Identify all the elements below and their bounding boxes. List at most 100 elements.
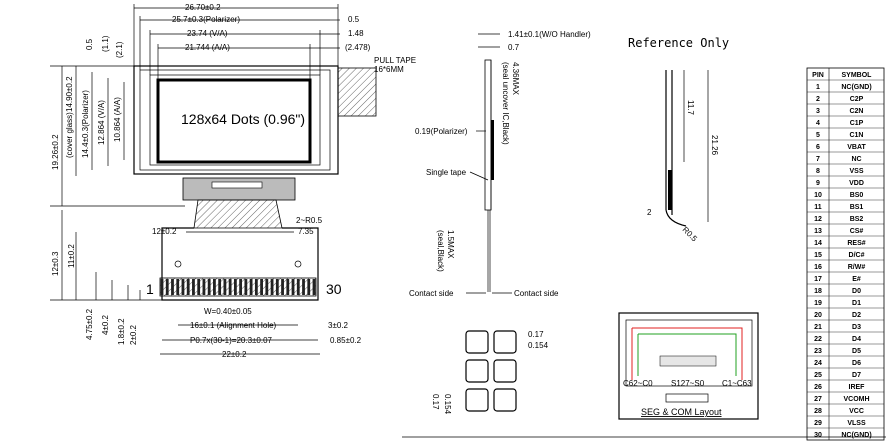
pin-table-header-symbol: SYMBOL bbox=[842, 72, 873, 79]
pin-number: 17 bbox=[814, 276, 822, 283]
dim-glass-height: 14.90±0.2 bbox=[65, 76, 74, 112]
dim-fpc-22: 22±0.2 bbox=[222, 350, 247, 359]
dim-fpc-11: 11±0.2 bbox=[67, 244, 76, 268]
fpc-pad bbox=[233, 279, 237, 295]
pin-number: 16 bbox=[814, 264, 822, 271]
dim-right-2478: (2.478) bbox=[345, 43, 371, 52]
fpc-pad bbox=[160, 279, 164, 295]
seg-block bbox=[659, 355, 717, 367]
pin-number: 27 bbox=[814, 396, 822, 403]
fpc-pad bbox=[244, 279, 248, 295]
pin-table-border bbox=[806, 67, 885, 441]
fpc-pad bbox=[296, 279, 300, 295]
ref-r05: R0.5 bbox=[681, 225, 700, 244]
dim-fpc-r05: 2~R0.5 bbox=[296, 216, 323, 225]
glass-outline bbox=[133, 65, 339, 175]
fpc-pads bbox=[160, 279, 316, 295]
alignment-hole-right bbox=[294, 260, 302, 268]
pin-number: 19 bbox=[814, 300, 822, 307]
side-glass: 0.7 bbox=[508, 43, 520, 52]
pin-symbol: D5 bbox=[852, 348, 861, 355]
pin-table-header-pin: PIN bbox=[812, 72, 824, 79]
ref-2126: 21.26 bbox=[710, 135, 719, 156]
pin-number: 4 bbox=[816, 120, 820, 127]
dim-fpc-12: 12±0.2 bbox=[152, 227, 177, 236]
pin-number: 24 bbox=[814, 360, 822, 367]
com-trace-green bbox=[637, 333, 737, 376]
pin-symbol: D7 bbox=[852, 372, 861, 379]
pin-number: 15 bbox=[814, 252, 822, 259]
pin-symbol: NC bbox=[851, 156, 861, 163]
fpc-pad bbox=[270, 279, 274, 295]
seg-com-frame bbox=[618, 312, 759, 420]
pin-number: 30 bbox=[814, 432, 822, 439]
fpc-pad bbox=[265, 279, 269, 295]
dim-w-pad: W=0.40±0.05 bbox=[204, 307, 252, 316]
side-single-tape: Single tape bbox=[426, 168, 467, 177]
side-ic bbox=[491, 120, 494, 180]
va-outline bbox=[149, 74, 321, 166]
side-view: 1.41±0.1(W/O Handler) 0.7 4.36MAX (seal … bbox=[409, 30, 591, 298]
dim-fpc-4: 4±0.2 bbox=[101, 314, 110, 335]
dim-left-05: 0.5 bbox=[85, 38, 94, 50]
pin-symbol: C2N bbox=[849, 108, 863, 115]
fpc-pad bbox=[186, 279, 190, 295]
pin-symbol: VCOMH bbox=[843, 396, 869, 403]
side-seal-black: (seal,Black) bbox=[436, 230, 445, 272]
fpc-pad bbox=[176, 279, 180, 295]
pin-symbol: CS# bbox=[850, 228, 864, 235]
pin-symbol: BS2 bbox=[850, 216, 864, 223]
reference-title: Reference Only bbox=[628, 36, 729, 50]
dim-va-width: 23.74 (V/A) bbox=[187, 29, 228, 38]
dim-fpc-475: 4.75±0.2 bbox=[85, 308, 94, 340]
seg-com-layout: C62~C0 S127~S0 C1~C63 SEG & COM Layout bbox=[618, 312, 759, 420]
pull-tape-size: 16*6MM bbox=[374, 65, 404, 74]
fpc-pad bbox=[286, 279, 290, 295]
fpc-pad bbox=[291, 279, 295, 295]
fpc-pad bbox=[171, 279, 174, 295]
pin-number: 25 bbox=[814, 372, 822, 379]
seg-com-mid: S127~S0 bbox=[671, 379, 705, 388]
pin-number: 28 bbox=[814, 408, 822, 415]
pin-number: 14 bbox=[814, 240, 822, 247]
pixel-cell-3 bbox=[465, 359, 489, 383]
pin-number: 8 bbox=[816, 168, 820, 175]
fpc-pad bbox=[307, 279, 311, 295]
fpc-pad bbox=[239, 279, 243, 295]
pin-symbol: VBAT bbox=[847, 144, 866, 151]
pin-number: 21 bbox=[814, 324, 822, 331]
fpc-pad bbox=[254, 279, 258, 295]
pixel-detail: 0.17 0.154 0.154 0.17 bbox=[431, 330, 549, 415]
dim-fpc-085: 0.85±0.2 bbox=[330, 336, 362, 345]
pull-tape-label: PULL TAPE bbox=[374, 56, 416, 65]
pixel-0154-top: 0.154 bbox=[528, 341, 549, 350]
dim-fpc-3: 3±0.2 bbox=[328, 321, 349, 330]
fpc-pad bbox=[213, 279, 216, 295]
pin-number: 2 bbox=[816, 96, 820, 103]
side-15max: 1.5MAX bbox=[446, 230, 455, 259]
dim-right-148: 1.48 bbox=[348, 29, 364, 38]
fpc-pad bbox=[249, 279, 253, 295]
side-contact-right: Contact side bbox=[514, 289, 559, 298]
fpc-pad bbox=[275, 279, 279, 295]
fpc-pad bbox=[218, 279, 222, 295]
pin-number: 12 bbox=[814, 216, 822, 223]
pixel-cell-2 bbox=[493, 330, 517, 354]
pin-symbol: BS1 bbox=[850, 204, 864, 211]
fpc-pad bbox=[207, 279, 211, 295]
ref-2: 2 bbox=[647, 208, 652, 217]
dim-left-21: (2.1) bbox=[115, 41, 124, 58]
fpc-pad bbox=[302, 279, 305, 295]
fpc-pad bbox=[192, 279, 195, 295]
pixel-017-top: 0.17 bbox=[528, 330, 544, 339]
dim-overall-width: 26.70±0.2 bbox=[185, 3, 221, 12]
dim-pitch: P0.7x(30-1)=20.3±0.07 bbox=[190, 336, 273, 345]
dim-right-05: 0.5 bbox=[348, 15, 360, 24]
dim-hole-16: 16±0.1 (Alignment Hole) bbox=[190, 321, 277, 330]
pin-symbol: D2 bbox=[852, 312, 861, 319]
pin-number: 6 bbox=[816, 144, 820, 151]
pin-symbol: IREF bbox=[849, 384, 866, 391]
ref-117: 11.7 bbox=[686, 100, 695, 116]
fpc-pad bbox=[260, 279, 263, 295]
pin-symbol: VSS bbox=[849, 168, 863, 175]
